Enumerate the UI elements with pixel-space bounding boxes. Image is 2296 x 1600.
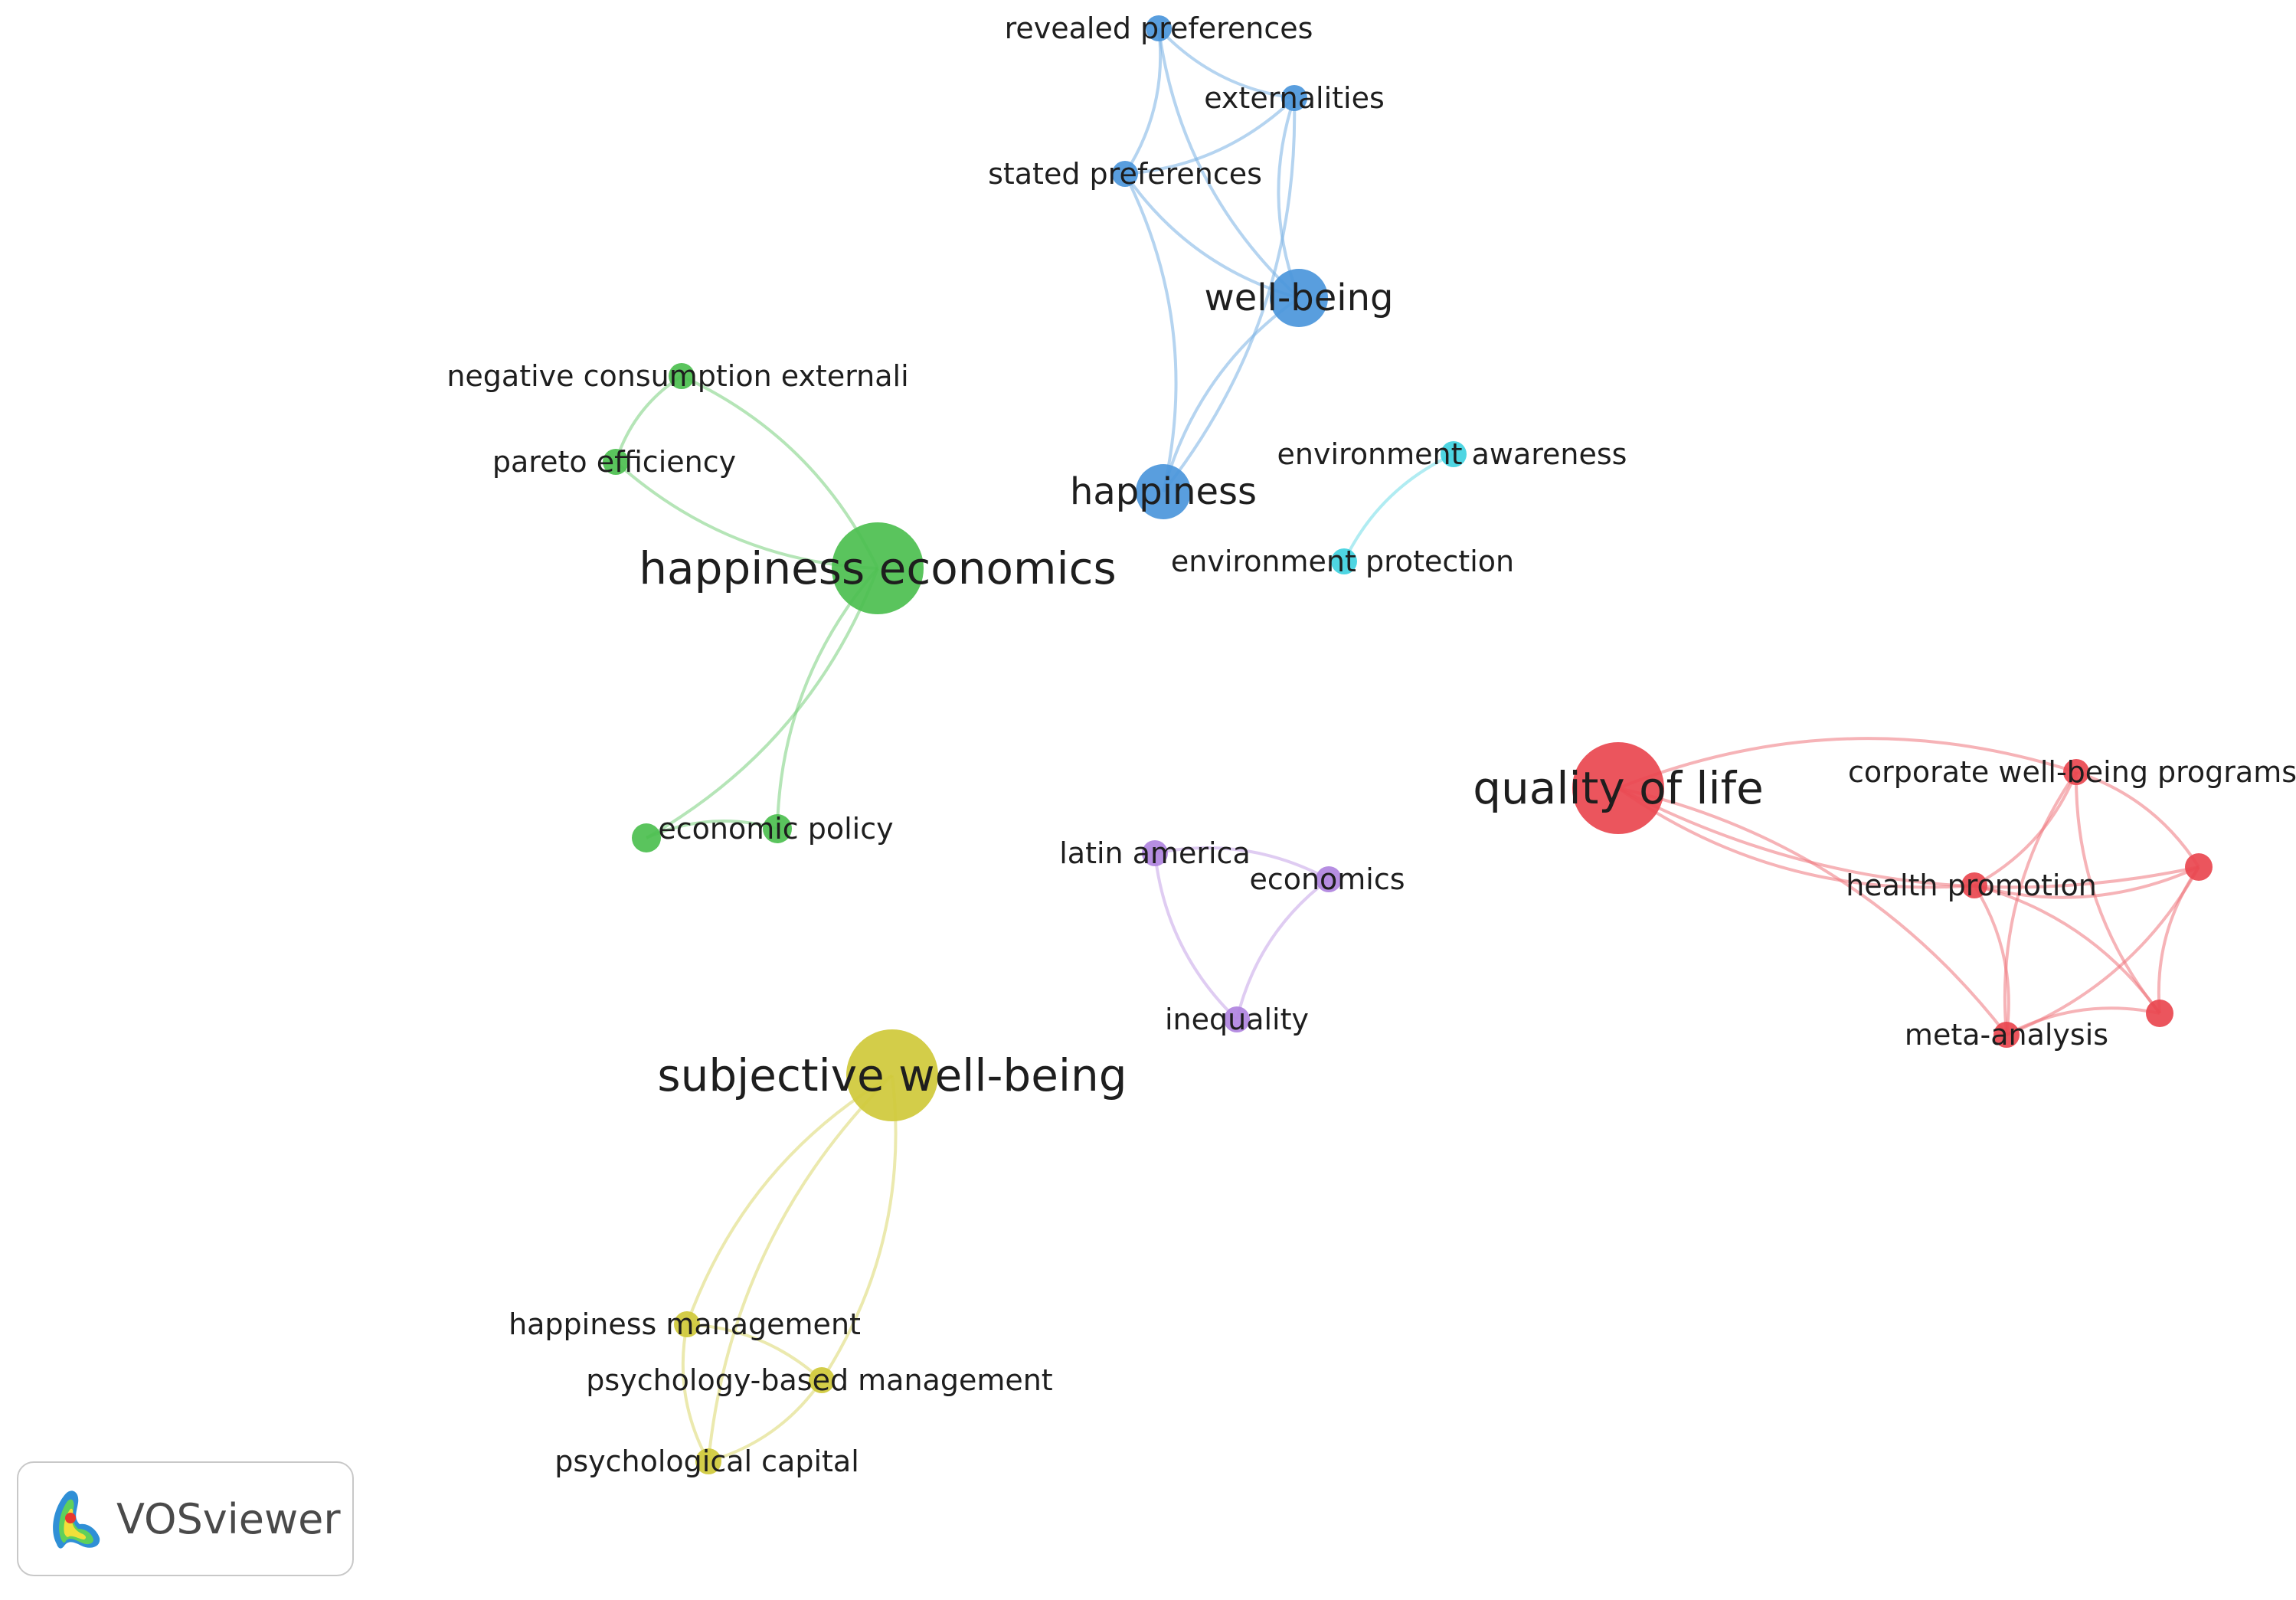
label-happiness[interactable]: happiness (1070, 470, 1257, 513)
label-happiness-economics[interactable]: happiness economics (639, 542, 1116, 594)
edge-health_promotion-red_unlabeled_2 (1974, 884, 2161, 1015)
label-economic-policy[interactable]: economic policy (658, 812, 893, 846)
node-economics[interactable] (1316, 866, 1342, 892)
edge-well_being-environment_awareness (1299, 298, 1454, 454)
edge-latin_america-economics (1154, 846, 1330, 881)
edge-corporate_wellbeing-meta_analysis (2003, 771, 2078, 1036)
node-red-unlabeled-2[interactable] (2146, 1000, 2173, 1027)
label-layer: revealed preferences externalities stated … (446, 11, 2296, 1478)
edge-environment_protection-quality_of_life (1344, 561, 1618, 788)
edge-environment_awareness-quality_of_life (1454, 454, 1618, 788)
edge-happiness_economics-quality_of_life (878, 568, 1618, 788)
edge-subjective_wellbeing-psychological_capital (707, 1074, 894, 1462)
node-happiness-management[interactable] (674, 1311, 700, 1337)
edge-revealed_preferences-stated_preferences (1123, 28, 1163, 175)
edge-well_being-environment_protection (1293, 298, 1344, 561)
label-corporate-wellbeing[interactable]: corporate well-being programs (1848, 755, 2296, 789)
label-environment-protection[interactable]: environment protection (1171, 545, 1514, 578)
label-meta-analysis[interactable]: meta-analysis (1905, 1018, 2108, 1052)
edge-green_unlabeled-subjective_wellbeing (646, 838, 892, 1075)
edge-economics-inequality (1235, 878, 1330, 1020)
node-economic-policy[interactable] (763, 814, 792, 843)
label-revealed-preferences[interactable]: revealed preferences (1005, 11, 1313, 45)
label-pareto-efficiency[interactable]: pareto efficiency (492, 445, 736, 479)
node-psychological-capital[interactable] (695, 1448, 721, 1474)
node-subjective-wellbeing[interactable] (846, 1029, 938, 1121)
edge-quality_of_life-meta_analysis (1617, 787, 2008, 1036)
edge-meta_analysis-red_unlabeled_2 (2006, 1006, 2160, 1036)
label-stated-preferences[interactable]: stated preferences (988, 157, 1262, 191)
node-quality-of-life[interactable] (1572, 742, 1664, 834)
node-happiness[interactable] (1136, 464, 1191, 519)
edge-corporate_wellbeing-health_promotion (1974, 771, 2078, 887)
edge-quality_of_life-corporate_wellbeing (1617, 737, 2077, 790)
node-green-unlabeled[interactable] (632, 823, 661, 852)
edge-health_promotion-meta_analysis (1973, 884, 2010, 1036)
node-revealed-preferences[interactable] (1146, 15, 1172, 41)
edge-subjective_wellbeing-happiness_management (685, 1074, 894, 1325)
label-quality-of-life[interactable]: quality of life (1473, 762, 1764, 814)
edge-revealed_preferences-well_being (1157, 28, 1300, 299)
label-psychology-based-management[interactable]: psychology-based management (586, 1363, 1052, 1397)
edge-externalities-stated_preferences (1124, 97, 1296, 175)
edge-quality_of_life-inequality (1237, 788, 1618, 1019)
edge-negative_consumption-pareto_efficiency (614, 375, 683, 463)
node-externalities[interactable] (1281, 85, 1307, 111)
edge-happiness_economics-green_unlabeled (646, 568, 879, 839)
edge-well_being-quality_of_life (1299, 298, 1618, 788)
edge-psychology_based_management-psychological_capital (708, 1379, 823, 1463)
label-health-promotion[interactable]: health promotion (1846, 869, 2097, 902)
label-negative-consumption[interactable]: negative consumption externali (446, 359, 908, 393)
node-environment-protection[interactable] (1331, 548, 1357, 574)
edge-quality_of_life-red_unlabeled_1 (1617, 787, 2200, 889)
node-layer (603, 15, 2213, 1474)
edge-latin_america-inequality (1153, 852, 1238, 1021)
node-negative-consumption[interactable] (669, 363, 695, 389)
edge-environment_awareness-environment_protection (1343, 453, 1454, 562)
node-corporate-wellbeing[interactable] (2063, 759, 2089, 785)
label-psychological-capital[interactable]: psychological capital (554, 1445, 859, 1478)
node-latin-america[interactable] (1142, 840, 1168, 866)
node-happiness-economics[interactable] (832, 522, 924, 614)
node-stated-preferences[interactable] (1112, 161, 1138, 187)
node-red-unlabeled-1[interactable] (2185, 853, 2213, 881)
label-subjective-wellbeing[interactable]: subjective well-being (657, 1049, 1127, 1101)
node-psychology-based-management[interactable] (809, 1367, 835, 1393)
label-externalities[interactable]: externalities (1204, 81, 1385, 115)
node-inequality[interactable] (1224, 1006, 1250, 1032)
edge-revealed_preferences-externalities (1157, 27, 1295, 100)
edge-well_being-happiness (1162, 296, 1300, 492)
vosviewer-badge: VOSviewer (17, 1461, 354, 1576)
edge-happiness_management-psychological_capital (681, 1324, 710, 1462)
edge-externalities-happiness (1162, 97, 1297, 493)
label-latin-america[interactable]: latin america (1059, 836, 1251, 870)
edge-green_unlabeled-economic_policy (646, 820, 778, 839)
edge-happiness-quality_of_life (1163, 492, 1618, 788)
edge-latin_america-subjective_wellbeing (892, 853, 1155, 1075)
edge-layer (614, 27, 2200, 1463)
label-happiness-management[interactable]: happiness management (509, 1307, 861, 1341)
edge-quality_of_life-health_promotion (1617, 787, 1975, 889)
label-well-being[interactable]: well-being (1204, 276, 1393, 319)
node-well-being[interactable] (1270, 269, 1328, 327)
edge-red_unlabeled_1-red_unlabeled_2 (2157, 865, 2200, 1014)
node-meta-analysis[interactable] (1993, 1022, 2020, 1048)
label-economics[interactable]: economics (1249, 862, 1405, 896)
vosviewer-badge-text: VOSviewer (116, 1494, 341, 1543)
edge-well_being-subjective_wellbeing (892, 298, 1299, 1075)
vosviewer-logo-icon (53, 1490, 100, 1549)
node-pareto-efficiency[interactable] (603, 449, 629, 475)
edge-stated_preferences-happiness (1123, 173, 1178, 492)
edge-health_promotion-red_unlabeled_1 (1974, 865, 2200, 899)
node-health-promotion[interactable] (1961, 872, 1987, 898)
label-inequality[interactable]: inequality (1165, 1003, 1309, 1036)
node-environment-awareness[interactable] (1441, 441, 1467, 467)
label-environment-awareness[interactable]: environment awareness (1277, 437, 1627, 471)
edge-happiness_management-psychology_based_management (686, 1323, 823, 1382)
edge-corporate_wellbeing-red_unlabeled_1 (2075, 771, 2200, 869)
